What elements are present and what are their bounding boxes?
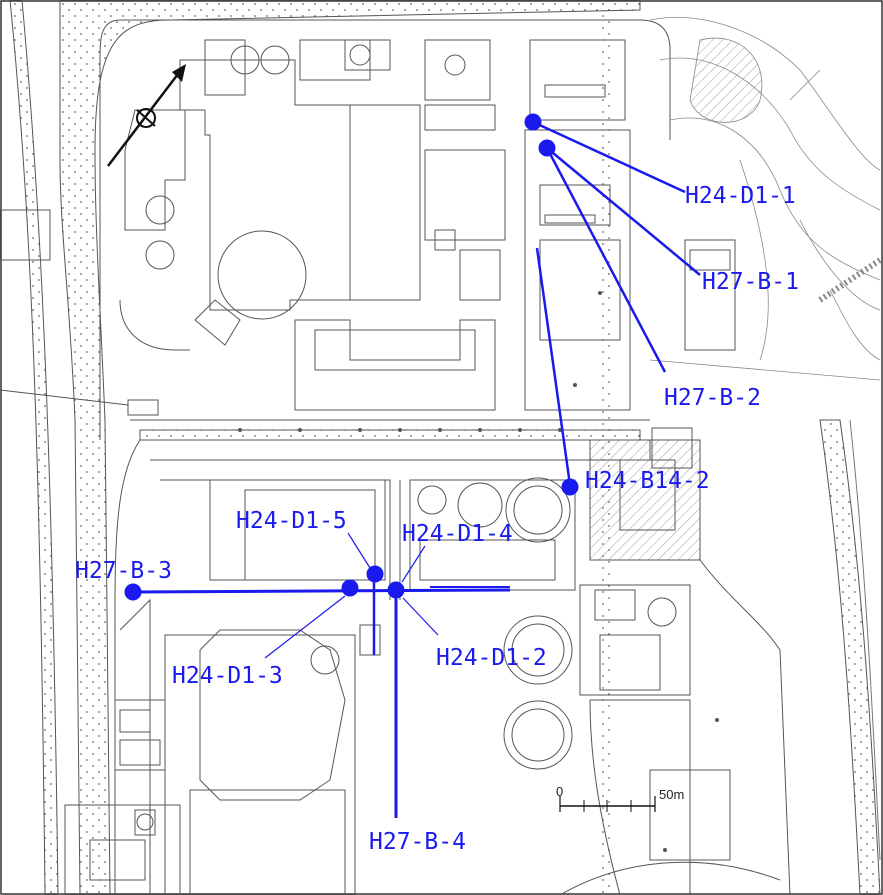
borehole-h24-d1-4[interactable]: H24-D1-4: [401, 521, 513, 583]
borehole-h24-b14-2[interactable]: H24-B14-2: [535, 247, 710, 496]
borehole-overlay: H24-D1-1 H27-B-1 H27-B-2 H24-B14-2 H24-D…: [75, 113, 799, 855]
borehole-h24-d1-5[interactable]: H24-D1-5: [236, 508, 384, 583]
terrain-contours: [649, 17, 882, 381]
borehole-h24-d1-2[interactable]: H24-D1-2: [387, 581, 547, 671]
borehole-label: H24-D1-5: [236, 508, 347, 534]
scale-bar: 0 50m: [556, 784, 684, 812]
scale-start-label: 0: [556, 784, 563, 799]
borehole-label: H24-D1-2: [436, 645, 547, 671]
perimeter-band-east: [819, 419, 881, 895]
borehole-label: H24-B14-2: [585, 468, 710, 494]
borehole-label: H24-D1-3: [172, 663, 283, 689]
reactor-circle: [217, 230, 307, 320]
borehole-h24-d1-3[interactable]: H24-D1-3: [172, 579, 359, 689]
borehole-label: H27-B-1: [702, 269, 799, 295]
borehole-h27-b-4[interactable]: H27-B-4: [369, 590, 466, 855]
borehole-label: H27-B-2: [664, 385, 761, 411]
scale-end-label: 50m: [659, 787, 684, 802]
borehole-label: H27-B-4: [369, 829, 466, 855]
north-arrow-icon: [107, 64, 186, 167]
borehole-label: H27-B-3: [75, 558, 172, 584]
borehole-h27-b-2[interactable]: H27-B-2: [545, 147, 761, 411]
borehole-h27-b-1[interactable]: H27-B-1: [538, 139, 799, 295]
borehole-label: H24-D1-1: [685, 183, 796, 209]
borehole-h27-b-3[interactable]: H27-B-3: [75, 558, 511, 601]
borehole-h24-d1-1[interactable]: H24-D1-1: [524, 113, 796, 209]
borehole-label: H24-D1-4: [402, 521, 513, 547]
perimeter-band-edge: [9, 0, 59, 895]
